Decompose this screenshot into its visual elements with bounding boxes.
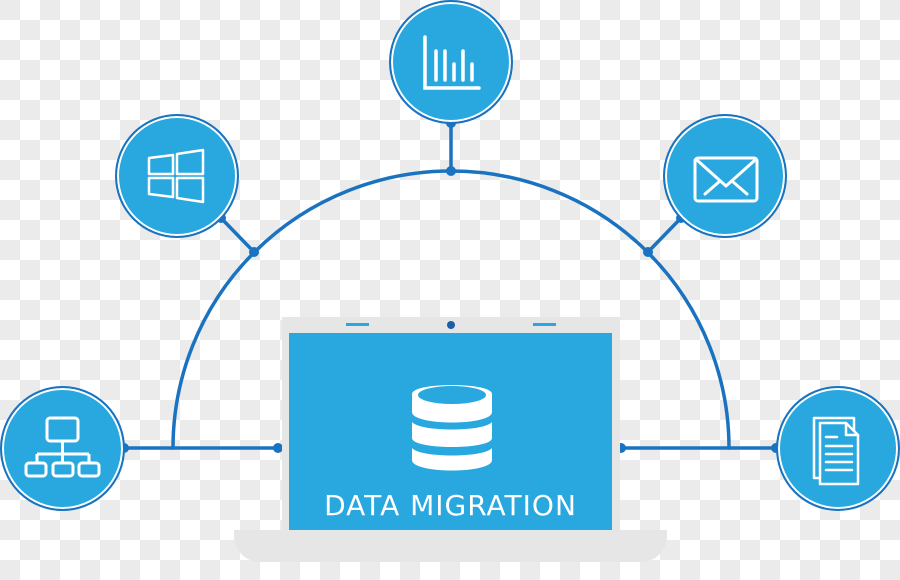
network-hierarchy-icon [24,416,101,478]
node-windows [115,114,239,238]
bar-chart-icon [423,35,481,90]
node-analytics [389,0,513,124]
documents-icon [812,416,860,486]
node-documents [776,386,900,511]
node-email [663,114,787,238]
bezel-speaker-right [533,323,556,326]
envelope-icon [693,156,759,203]
windows-logo-icon [147,148,205,204]
screen-title: DATA MIGRATION [324,489,577,522]
laptop-camera [447,321,455,329]
bezel-speaker-left [346,323,369,326]
node-network [0,386,125,511]
database-icon [412,385,492,471]
